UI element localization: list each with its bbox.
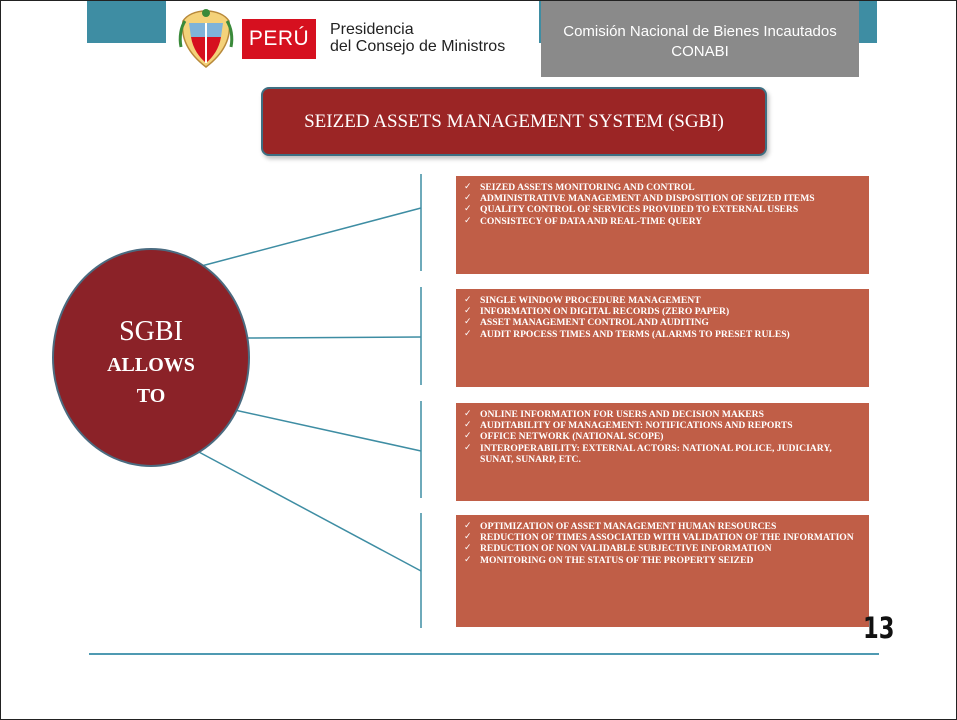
feature-item: ✓REDUCTION OF TIMES ASSOCIATED WITH VALI… [464,532,854,544]
feature-panel-2: ✓SINGLE WINDOW PROCEDURE MANAGEMENT ✓INF… [456,289,869,387]
agency-box: Comisión Nacional de Bienes Incautados C… [541,1,859,77]
connector-2 [247,336,422,339]
organization-name: Presidencia del Consejo de Ministros [330,21,505,55]
feature-panel-3: ✓ONLINE INFORMATION FOR USERS AND DECISI… [456,403,869,501]
coat-of-arms-icon [178,9,234,68]
checkmark-icon: ✓ [464,554,472,565]
circle-main-text: SGBI [119,316,183,347]
agency-acronym: CONABI [671,43,729,60]
connector-1 [189,207,422,270]
feature-item: ✓SINGLE WINDOW PROCEDURE MANAGEMENT [464,295,701,306]
connector-4 [196,450,422,572]
feature-item: ✓SEIZED ASSETS MONITORING AND CONTROL [464,182,695,193]
checkmark-icon: ✓ [464,182,472,192]
checkmark-icon: ✓ [464,420,472,431]
feature-item: ✓QUALITY CONTROL OF SERVICES PROVIDED TO… [464,204,799,216]
feature-item: ✓ASSET MANAGEMENT CONTROL AND AUDITING [464,317,709,329]
checkmark-icon: ✓ [464,431,472,442]
checkmark-icon: ✓ [464,328,472,339]
checkmark-icon: ✓ [464,543,472,554]
checkmark-icon: ✓ [464,193,472,204]
feature-panel-4: ✓OPTIMIZATION OF ASSET MANAGEMENT HUMAN … [456,515,869,627]
feature-item: ✓OFFICE NETWORK (NATIONAL SCOPE) [464,431,664,443]
organization-line-1: Presidencia [330,21,414,38]
circle-line-1: ALLOWS [107,354,195,376]
sgbi-circle: SGBI ALLOWS TO [52,248,250,467]
connector-3 [229,408,422,452]
feature-item: ✓MONITORING ON THE STATUS OF THE PROPERT… [464,554,754,566]
checkmark-icon: ✓ [464,204,472,215]
checkmark-icon: ✓ [464,295,472,305]
checkmark-icon: ✓ [464,442,472,453]
feature-item: ✓CONSISTECY OF DATA AND REAL-TIME QUERY [464,215,703,227]
slide-title: SEIZED ASSETS MANAGEMENT SYSTEM (SGBI) [261,87,767,156]
organization-line-2: del Consejo de Ministros [330,38,506,55]
feature-item: ✓AUDIT RPOCESS TIMES AND TERMS (ALARMS T… [464,328,790,340]
circle-line-2: TO [136,385,166,407]
footer-divider [89,653,879,655]
agency-name: Comisión Nacional de Bienes Incautados [563,23,837,40]
feature-panel-1: ✓SEIZED ASSETS MONITORING AND CONTROL ✓A… [456,176,869,274]
checkmark-icon: ✓ [464,317,472,328]
page-number: 13 [863,611,895,645]
country-label: PERÚ [242,19,316,59]
feature-item: ✓OPTIMIZATION OF ASSET MANAGEMENT HUMAN … [464,521,777,532]
feature-item: ✓ONLINE INFORMATION FOR USERS AND DECISI… [464,409,764,420]
feature-item: ✓REDUCTION OF NON VALIDABLE SUBJECTIVE I… [464,543,772,555]
checkmark-icon: ✓ [464,521,472,531]
feature-item: ✓AUDITABILITY OF MANAGEMENT: NOTIFICATIO… [464,420,793,432]
feature-item: ✓INTEROPERABILITY: EXTERNAL ACTORS: NATI… [464,442,832,465]
feature-item: ✓INFORMATION ON DIGITAL RECORDS (ZERO PA… [464,306,730,318]
feature-item: ✓ADMINISTRATIVE MANAGEMENT AND DISPOSITI… [464,193,815,205]
checkmark-icon: ✓ [464,532,472,543]
checkmark-icon: ✓ [464,306,472,317]
checkmark-icon: ✓ [464,215,472,226]
checkmark-icon: ✓ [464,409,472,419]
